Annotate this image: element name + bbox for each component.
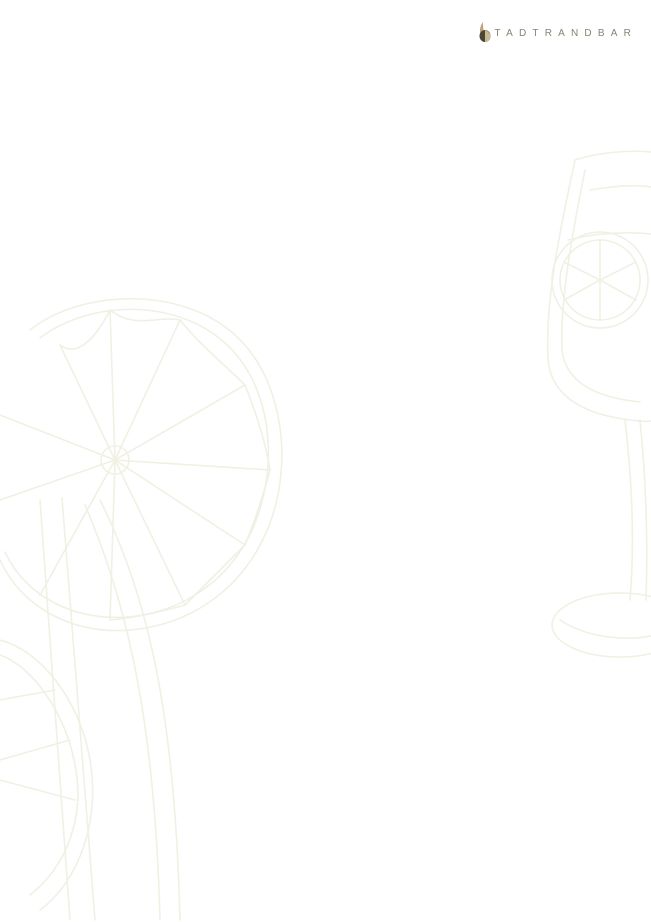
brand-logo: TADTRANDBAR <box>477 21 637 43</box>
citrus-wedge-illustration <box>0 497 181 921</box>
brand-name: TADTRANDBAR <box>494 27 637 39</box>
citrus-slice-illustration <box>0 297 283 632</box>
wine-glass-illustration <box>546 150 651 658</box>
citrus-drop-icon <box>479 22 491 42</box>
